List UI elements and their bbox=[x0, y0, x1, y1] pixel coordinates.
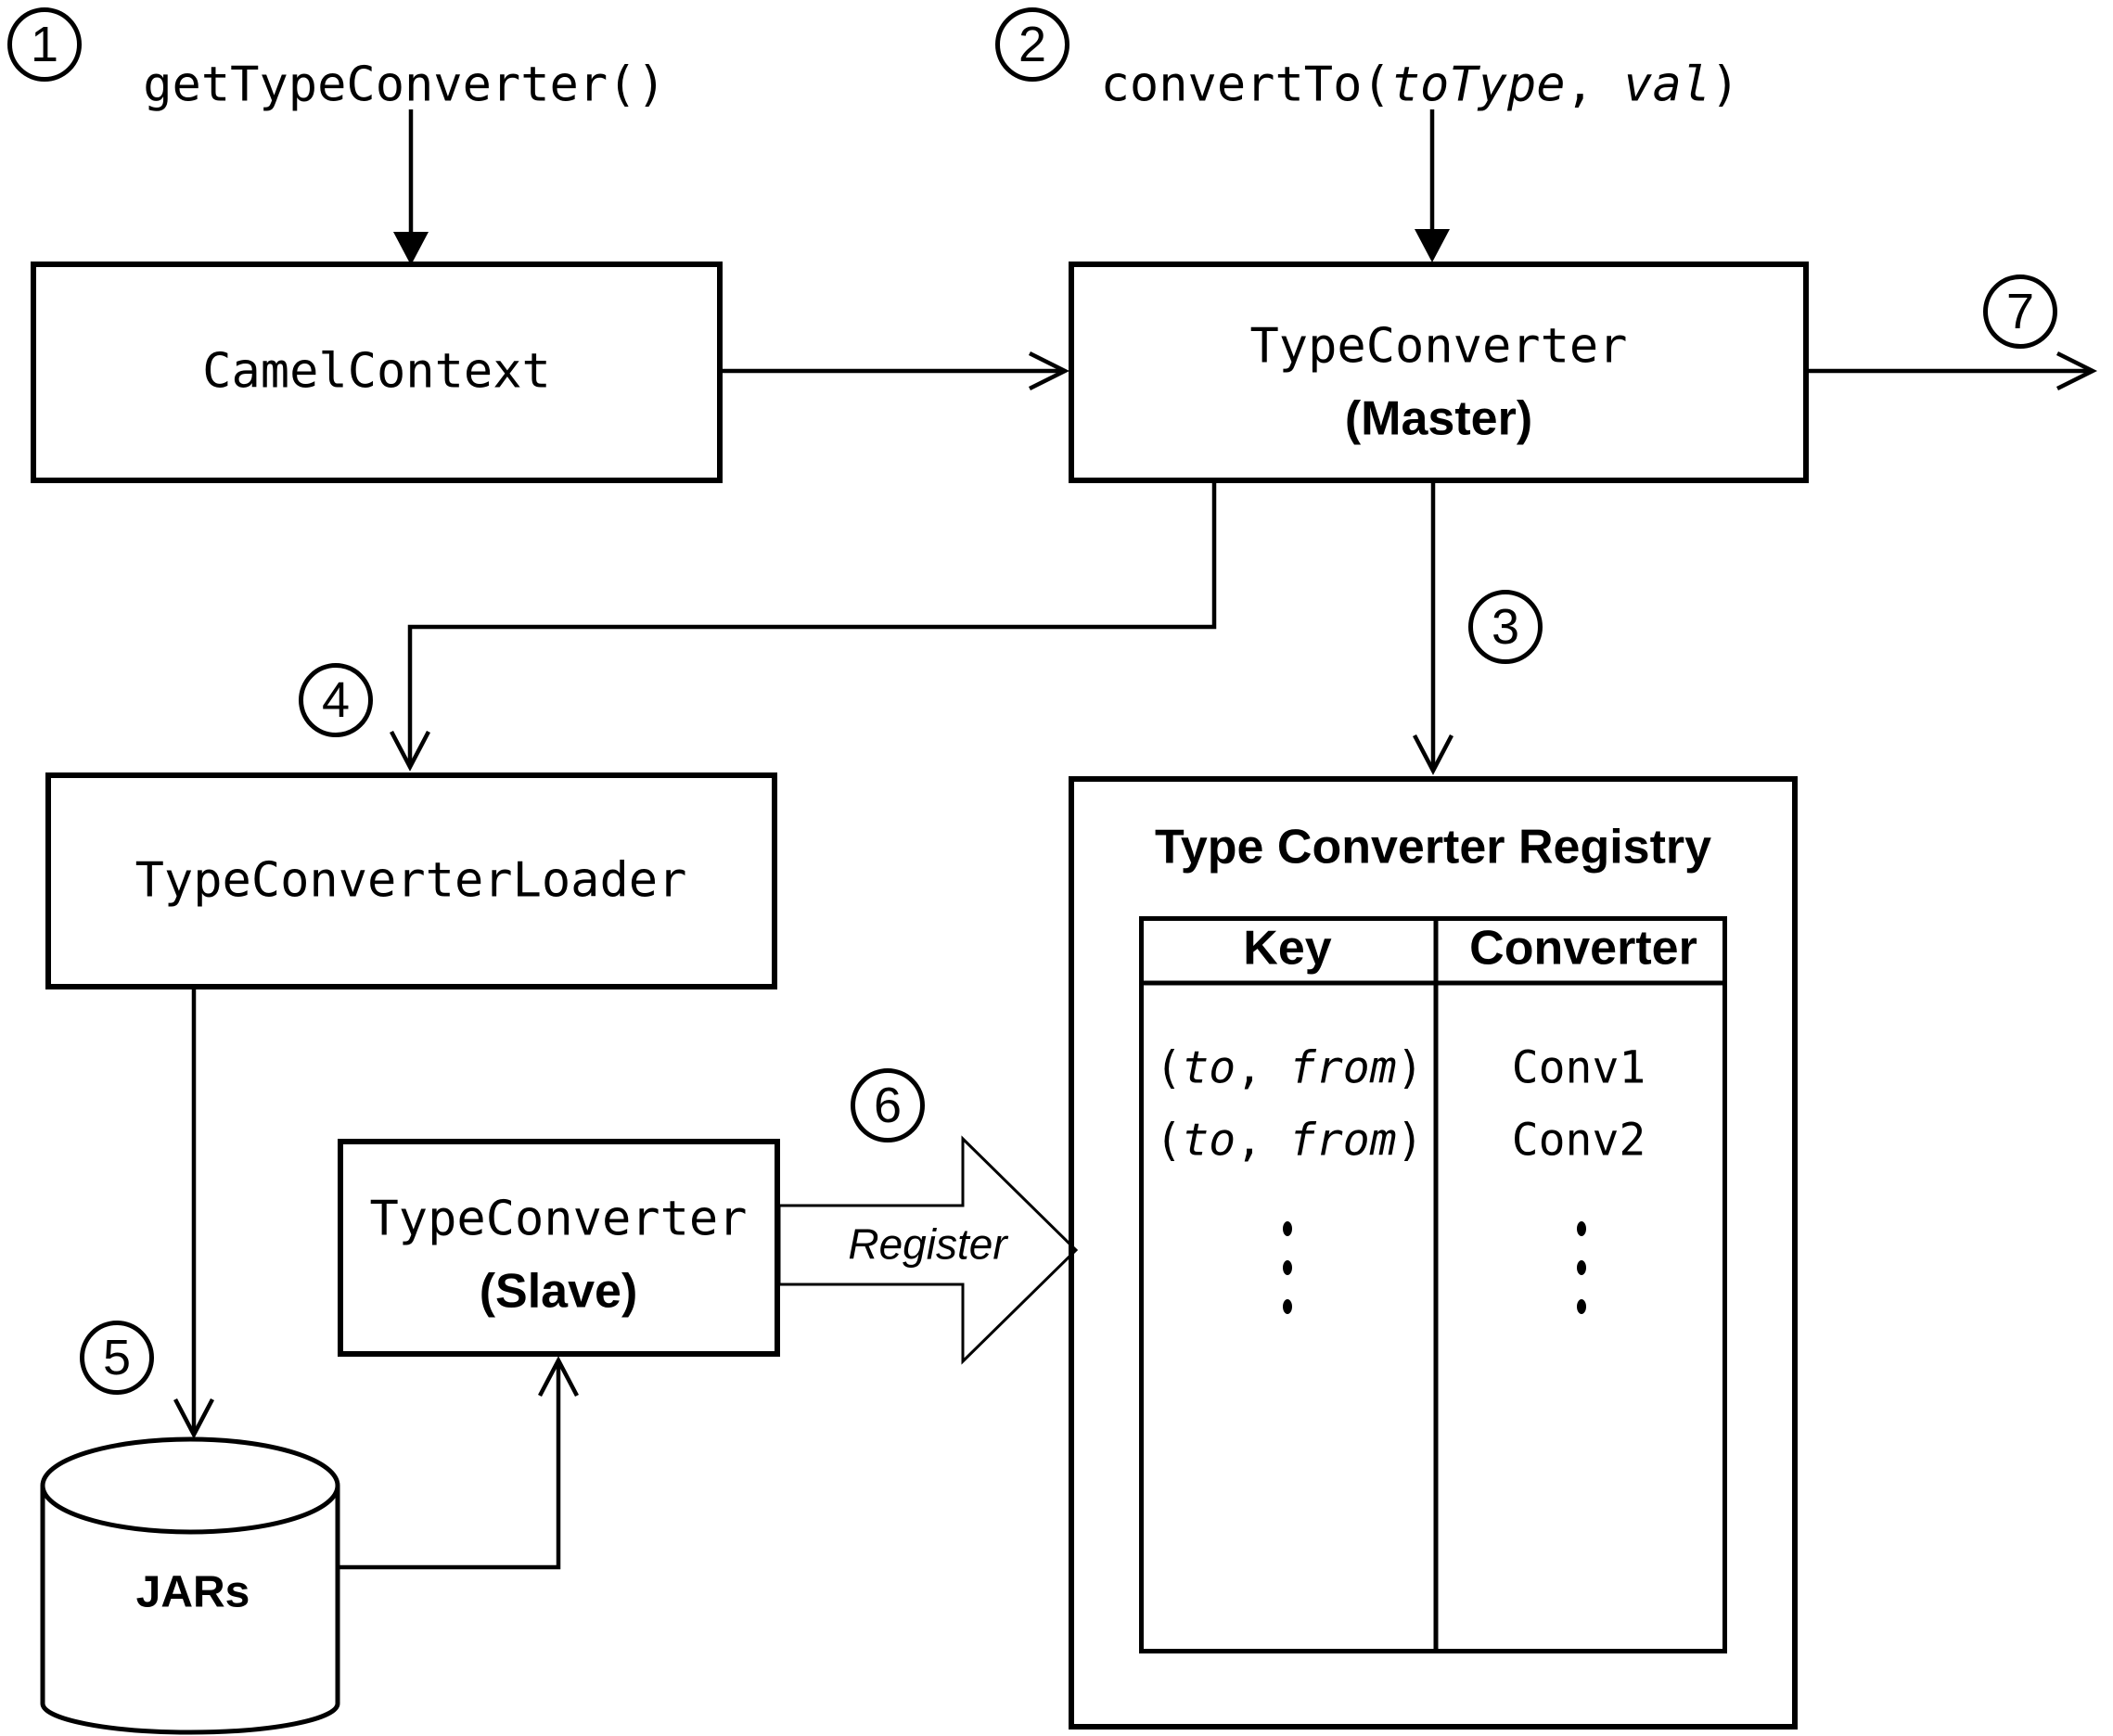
vertical-ellipsis-icon bbox=[1283, 1221, 1292, 1314]
registry-table bbox=[1139, 916, 1727, 1653]
register-arrow-label: Register bbox=[848, 1219, 1007, 1269]
registry-row-key: (to, from) bbox=[1155, 1041, 1424, 1094]
typeconverterloader-box bbox=[45, 772, 777, 989]
arrow-convertTo-to-master bbox=[1415, 109, 1450, 262]
registry-row-converter: Conv2 bbox=[1511, 1114, 1646, 1167]
typeconverter-master-title: TypeConverter bbox=[1249, 318, 1628, 375]
typeconverter-master-subtitle: (Master) bbox=[1344, 391, 1533, 446]
typeconverterloader-label: TypeConverterLoader bbox=[134, 852, 687, 909]
step-number: 3 bbox=[1491, 599, 1520, 655]
type-converter-registry-box bbox=[1069, 776, 1798, 1730]
step-circle-3: 3 bbox=[1468, 590, 1543, 664]
registry-title: Type Converter Registry bbox=[1154, 820, 1712, 874]
step-circle-5: 5 bbox=[80, 1321, 154, 1395]
vertical-ellipsis-icon bbox=[1577, 1221, 1586, 1314]
registry-header-key: Key bbox=[1243, 921, 1332, 976]
typeconverter-master-box bbox=[1069, 262, 1809, 483]
step-number: 5 bbox=[102, 1330, 132, 1385]
step-circle-2: 2 bbox=[995, 7, 1069, 82]
arrow-getTypeConverter-to-camelcontext bbox=[393, 109, 429, 265]
arrow-loader-to-jars bbox=[173, 989, 214, 1439]
typeconverter-slave-title: TypeConverter bbox=[369, 1191, 748, 1247]
step-circle-6: 6 bbox=[851, 1068, 925, 1142]
step-circle-1: 1 bbox=[7, 7, 82, 82]
registry-table-rules bbox=[1144, 921, 1722, 1649]
registry-row-converter: Conv1 bbox=[1511, 1041, 1646, 1094]
convert-to-call-label: convertTo(toType, val) bbox=[1100, 57, 1740, 113]
typeconverter-slave-subtitle: (Slave) bbox=[479, 1264, 638, 1319]
registry-row-key: (to, from) bbox=[1155, 1114, 1424, 1167]
arrow-master-output bbox=[1809, 351, 2098, 391]
typeconverter-slave-box bbox=[338, 1139, 780, 1357]
step-circle-7: 7 bbox=[1983, 274, 2057, 349]
registry-header-converter: Converter bbox=[1469, 921, 1697, 976]
arrow-camelcontext-to-master bbox=[722, 351, 1070, 391]
camelcontext-box bbox=[31, 262, 723, 483]
step-circle-4: 4 bbox=[299, 663, 373, 737]
step-number: 1 bbox=[30, 17, 59, 72]
step-number: 4 bbox=[321, 672, 351, 728]
register-block-arrow bbox=[777, 1135, 1079, 1365]
step-number: 6 bbox=[873, 1078, 903, 1133]
arrow-master-to-registry bbox=[1413, 482, 1453, 775]
step-number: 7 bbox=[2005, 284, 2035, 339]
arrow-master-to-loader bbox=[390, 482, 1217, 772]
arrow-jars-to-slave bbox=[338, 1356, 579, 1570]
get-type-converter-call-label: getTypeConverter() bbox=[143, 57, 666, 113]
jars-cylinder-icon bbox=[40, 1436, 340, 1735]
step-number: 2 bbox=[1018, 17, 1047, 72]
jars-label: JARs bbox=[135, 1567, 250, 1617]
camelcontext-label: CamelContext bbox=[202, 343, 551, 400]
